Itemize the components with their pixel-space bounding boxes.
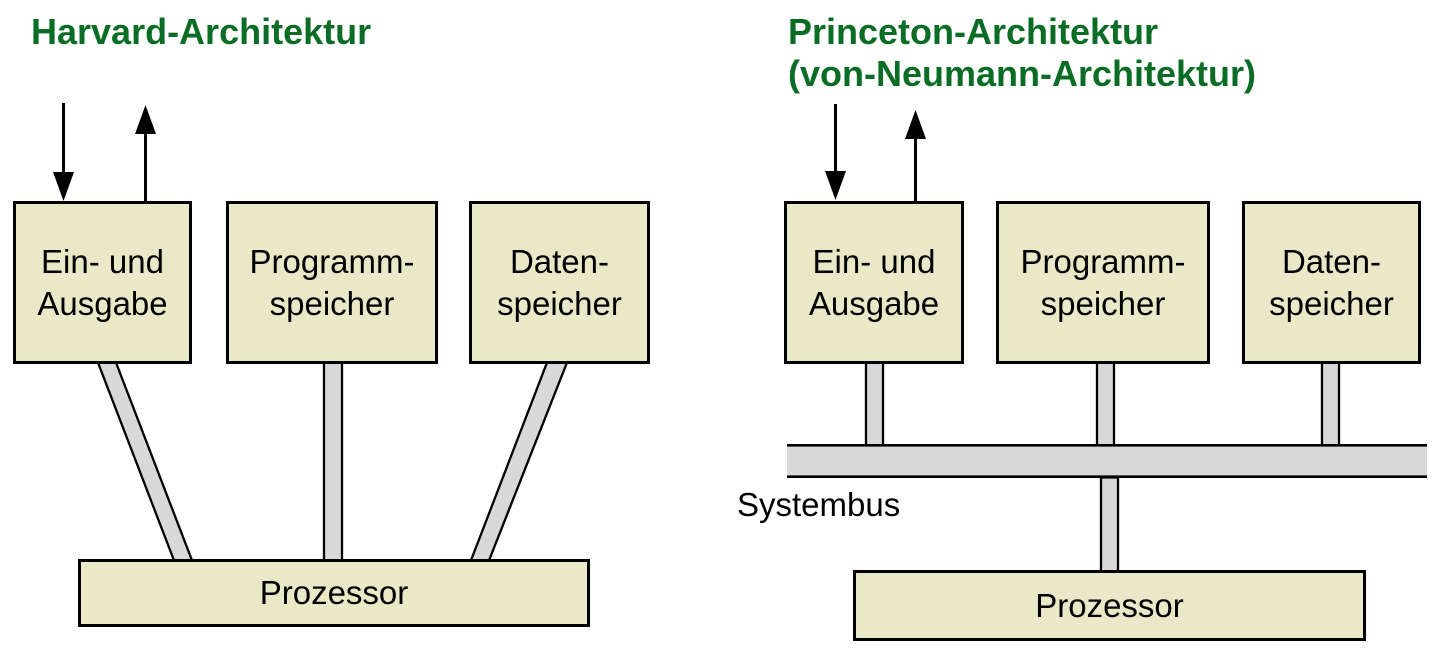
princeton-data-memory-label: Daten- speicher	[1269, 242, 1394, 322]
harvard-io-processor-connector	[95, 358, 195, 565]
harvard-processor-label: Prozessor	[259, 574, 409, 611]
system-bus-bar	[787, 446, 1427, 476]
harvard-datamemory-processor-connector	[468, 358, 570, 565]
princeton-programmemory-bus-connector	[1095, 356, 1116, 452]
harvard-output-arrow-up-icon	[135, 105, 156, 134]
princeton-processor-box: Prozessor	[853, 570, 1366, 641]
harvard-program-memory-label: Programm- speicher	[249, 242, 415, 322]
princeton-output-arrow-up-icon	[905, 110, 926, 139]
princeton-bus-processor-connector	[1099, 476, 1120, 579]
princeton-program-memory-box: Programm- speicher	[996, 201, 1210, 364]
princeton-title: Princeton-Architektur (von-Neumann-Archi…	[788, 11, 1257, 94]
harvard-io-label: Ein- und Ausgabe	[37, 242, 168, 322]
harvard-io-box: Ein- und Ausgabe	[13, 201, 192, 364]
harvard-data-memory-box: Daten- speicher	[469, 201, 650, 364]
system-bus-label: Systembus	[737, 486, 901, 523]
harvard-title: Harvard-Architektur	[31, 11, 372, 52]
harvard-processor-box: Prozessor	[78, 559, 590, 627]
harvard-data-memory-label: Daten- speicher	[497, 242, 622, 322]
princeton-io-box: Ein- und Ausgabe	[784, 201, 964, 364]
princeton-processor-label: Prozessor	[1035, 586, 1184, 624]
harvard-input-arrow-down-icon	[53, 172, 74, 201]
princeton-datamemory-bus-connector	[1320, 356, 1341, 452]
princeton-io-label: Ein- und Ausgabe	[808, 242, 940, 322]
princeton-io-bus-connector	[864, 356, 885, 452]
princeton-program-memory-label: Programm- speicher	[1020, 242, 1186, 322]
princeton-input-arrow-down-icon	[825, 171, 846, 200]
harvard-program-memory-box: Programm- speicher	[226, 201, 438, 364]
harvard-programmemory-processor-connector	[322, 356, 344, 566]
princeton-data-memory-box: Daten- speicher	[1242, 201, 1421, 364]
